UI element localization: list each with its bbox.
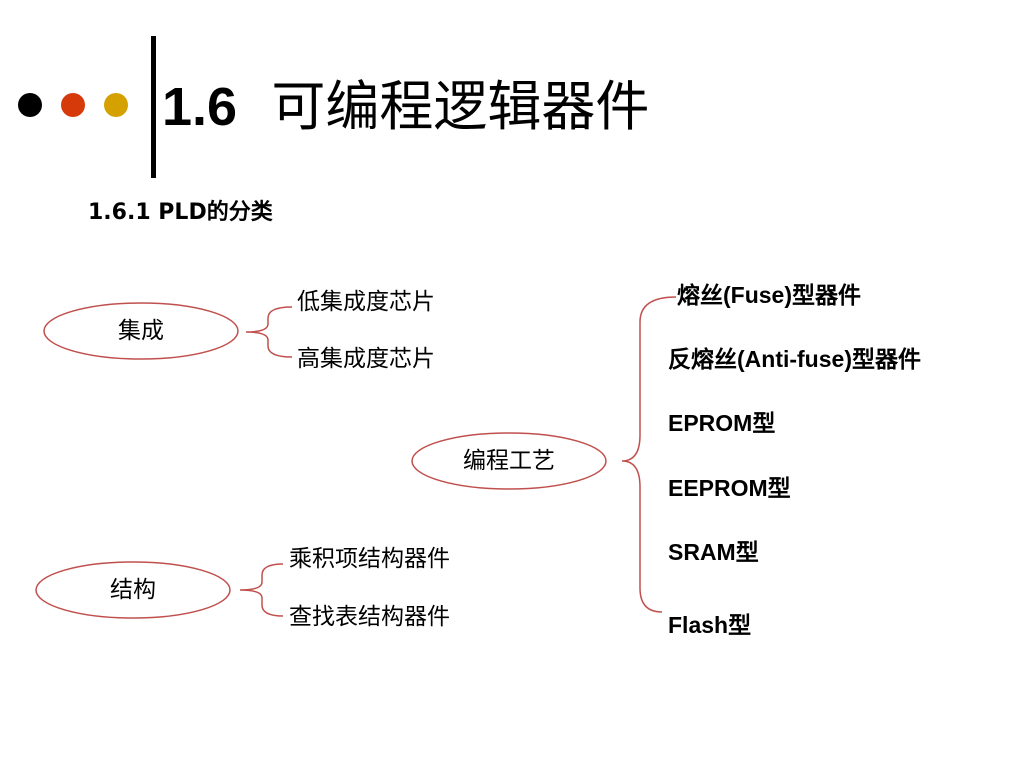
oval-structure	[35, 561, 231, 619]
process-item-eeprom: EEPROM型	[668, 475, 791, 501]
oval-integration	[43, 302, 239, 360]
structure-item-product-term: 乘积项结构器件	[289, 546, 450, 572]
integration-item-high: 高集成度芯片	[297, 346, 435, 372]
oval-process	[411, 432, 607, 490]
brace-process	[621, 296, 677, 613]
integration-label: 集成	[118, 318, 164, 344]
bullet-dot-black	[18, 93, 42, 117]
process-label: 编程工艺	[463, 448, 555, 474]
title-number: 1.6	[162, 77, 238, 137]
bullet-dot-gold	[104, 93, 128, 117]
section-subtitle: 1.6.1 PLD的分类	[88, 200, 273, 225]
page-title: 1.6 可编程逻辑器件	[162, 72, 649, 142]
structure-label: 结构	[110, 577, 156, 603]
bullet-dot-red	[61, 93, 85, 117]
brace-integration	[245, 306, 293, 358]
title-text: 可编程逻辑器件	[271, 75, 650, 138]
structure-item-lookup-table: 查找表结构器件	[289, 604, 450, 630]
brace-structure	[239, 563, 284, 617]
process-item-flash: Flash型	[668, 612, 752, 638]
process-item-antifuse: 反熔丝(Anti-fuse)型器件	[668, 346, 921, 372]
process-item-fuse: 熔丝(Fuse)型器件	[677, 282, 861, 308]
process-item-sram: SRAM型	[668, 539, 759, 565]
process-item-eprom: EPROM型	[668, 410, 776, 436]
integration-item-low: 低集成度芯片	[297, 289, 435, 315]
title-divider	[151, 36, 156, 178]
